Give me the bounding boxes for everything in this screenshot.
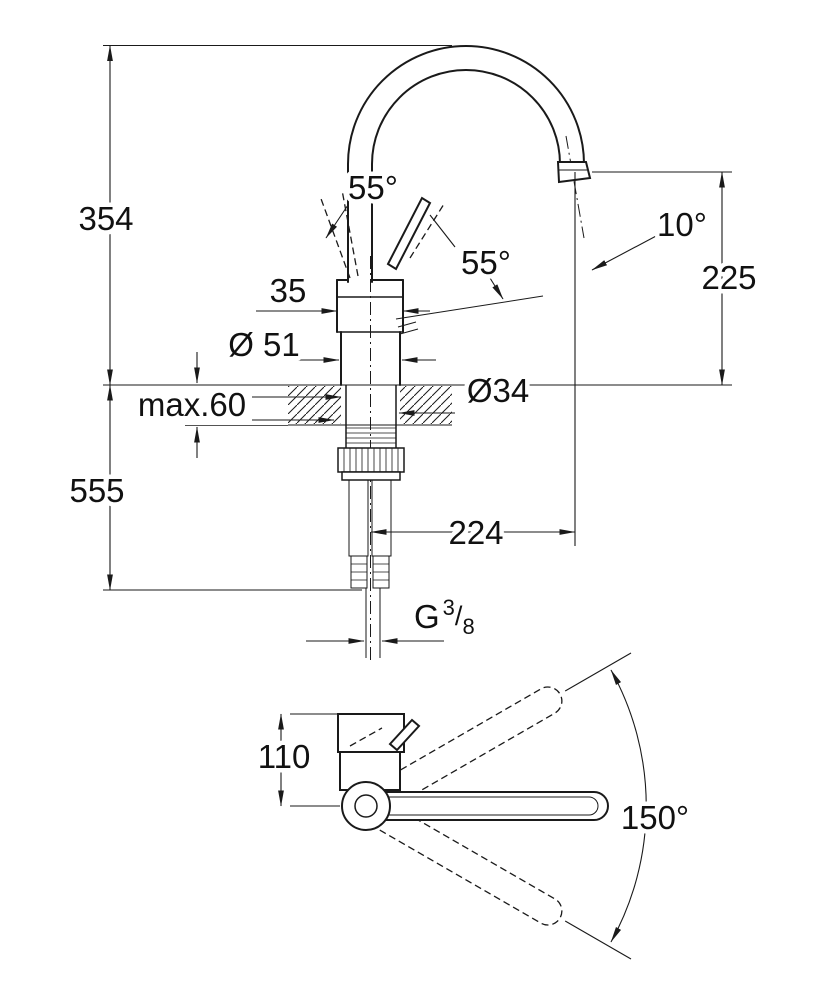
- spout: [347, 45, 592, 283]
- dimensions-front: 354 555 225 10° 224 35 Ø 51 Ø34: [65, 44, 761, 644]
- handle-reference-plane: [395, 295, 544, 320]
- pivot: [341, 781, 391, 831]
- mounting-nut: [337, 447, 405, 473]
- supply-pipe: [365, 588, 381, 658]
- spout-arm-solid: [359, 791, 609, 821]
- mounting-washer: [341, 471, 401, 481]
- swivel-dashed-lower: [373, 804, 632, 960]
- dim-label-55-left: 55°: [348, 169, 398, 206]
- dim-55deg-left: 55°: [325, 165, 402, 239]
- mounting-hardware: [337, 385, 405, 481]
- dim-label-354: 354: [78, 200, 133, 237]
- pivot-inner-circle: [354, 794, 378, 818]
- dim-label-225: 225: [701, 259, 756, 296]
- swivel-arc: [610, 669, 647, 943]
- top-view-lever: [388, 718, 421, 752]
- dim-dia34: Ø34: [398, 368, 534, 416]
- dim-label-max60: max.60: [138, 386, 246, 423]
- countertop-hatch-left: [288, 386, 341, 424]
- dim-label-555: 555: [69, 472, 124, 509]
- handle-position-dashed-1: [319, 195, 351, 279]
- hose-left: [348, 479, 369, 557]
- dim-label-dia51: Ø 51: [228, 326, 300, 363]
- countertop-hatch-right: [400, 386, 452, 424]
- dim-150deg: 150°: [616, 795, 693, 841]
- dim-label-dia34: Ø34: [467, 372, 529, 409]
- spout-tip: [556, 161, 592, 184]
- body: [336, 279, 404, 386]
- pivot-outer-circle: [341, 781, 391, 831]
- thread-g: G: [414, 598, 440, 635]
- top-view-body: [337, 713, 421, 791]
- front-view: [103, 45, 732, 662]
- dimensions-top: 110 150°: [253, 713, 694, 841]
- dim-35: 35: [256, 268, 430, 314]
- dim-label-55-right: 55°: [461, 244, 511, 281]
- countertop: [103, 384, 732, 426]
- supply-hoses: [348, 479, 392, 658]
- thread-denominator: 8: [462, 614, 474, 639]
- top-view: [337, 652, 647, 960]
- dim-label-110: 110: [258, 738, 311, 775]
- dim-110: 110: [253, 713, 348, 807]
- thread-numerator: 3: [443, 595, 455, 620]
- dim-224: 224: [370, 172, 576, 556]
- dim-55deg-right: 55°: [395, 214, 544, 335]
- dim-label-10deg: 10°: [657, 206, 707, 243]
- dim-label-150deg: 150°: [621, 799, 689, 836]
- dim-354-555: 354 555: [65, 44, 452, 591]
- hose-right: [371, 479, 392, 557]
- handle-position-dashed-2: [341, 189, 359, 277]
- handle-lever: [319, 189, 445, 279]
- dim-max60: max.60: [133, 352, 342, 458]
- dim-225-10deg: 225 10°: [591, 171, 761, 386]
- dim-label-35: 35: [270, 272, 307, 309]
- dim-dia51: Ø 51: [224, 322, 436, 368]
- dim-label-224: 224: [448, 514, 503, 551]
